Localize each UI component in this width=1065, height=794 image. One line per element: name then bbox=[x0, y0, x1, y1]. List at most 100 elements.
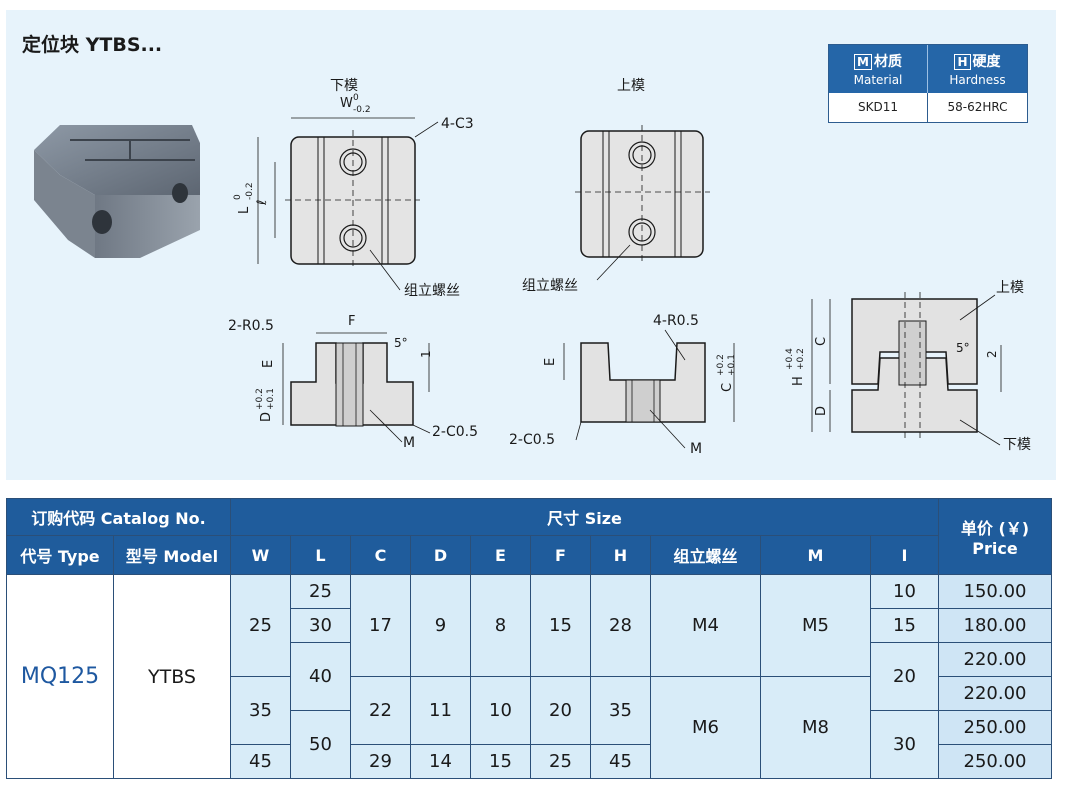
header-catalog: 订购代码 Catalog No. bbox=[6, 498, 231, 536]
w-sup: 0 bbox=[353, 93, 359, 103]
angle-5-lower: 5° bbox=[394, 336, 408, 350]
c-label-assembled: C bbox=[814, 337, 829, 346]
m-cell-2: M8 bbox=[760, 676, 871, 779]
product-photo bbox=[34, 125, 200, 258]
price-cell-6: 250.00 bbox=[938, 744, 1052, 779]
i-cell-3: 20 bbox=[870, 642, 939, 711]
technical-drawing: 下模 W 0 -0.2 4-C3 L 0 -0.2 ℓ 组立螺丝 上模 组立螺丝… bbox=[34, 78, 1031, 457]
hardness-en-label: Hardness bbox=[949, 73, 1006, 87]
spec-table: 订购代码 Catalog No. 尺寸 Size 单价 (￥) Price 代号… bbox=[6, 498, 1052, 779]
f-cell-3: 25 bbox=[530, 744, 591, 779]
angle-5-assembled: 5° bbox=[956, 341, 970, 355]
w-label: W bbox=[340, 96, 353, 111]
price-cell-5: 250.00 bbox=[938, 710, 1052, 745]
hardness-value: 58-62HRC bbox=[947, 100, 1008, 114]
material-value: SKD11 bbox=[829, 93, 928, 122]
h-cell-3: 45 bbox=[590, 744, 651, 779]
i-cell-2: 15 bbox=[870, 608, 939, 643]
w-cell-1: 25 bbox=[230, 574, 291, 677]
l-cell-2: 30 bbox=[290, 608, 351, 643]
col-d: D bbox=[410, 535, 471, 575]
l-sup: 0 bbox=[233, 194, 243, 200]
d-cell-2: 11 bbox=[410, 676, 471, 745]
col-w: W bbox=[230, 535, 291, 575]
upper-mold-section bbox=[563, 329, 735, 449]
col-h: H bbox=[590, 535, 651, 575]
c05-label-upper: 2-C0.5 bbox=[509, 432, 555, 448]
e-cell-3: 15 bbox=[470, 744, 531, 779]
d-label-lower: D bbox=[259, 412, 274, 422]
upper-mold-top-view bbox=[575, 125, 710, 281]
h-cell-2: 35 bbox=[590, 676, 651, 745]
upper-mold-label: 上模 bbox=[617, 78, 645, 94]
c-cell-3: 29 bbox=[350, 744, 411, 779]
material-cn-label: 材质 bbox=[873, 54, 902, 70]
header-price: 单价 (￥) Price bbox=[938, 498, 1052, 575]
d-cell-1: 9 bbox=[410, 574, 471, 677]
screw-cell-1: M4 bbox=[650, 574, 761, 677]
chamfer-4c3-label: 4-C3 bbox=[441, 116, 474, 132]
f-label: F bbox=[348, 314, 355, 329]
l-sub: -0.2 bbox=[245, 182, 255, 200]
page-title: 定位块 YTBS... bbox=[22, 34, 163, 56]
lower-mold-label: 下模 bbox=[330, 78, 358, 94]
upper-mold-label-assembled: 上模 bbox=[996, 280, 1024, 296]
h-label: H bbox=[791, 376, 806, 386]
lower-mold-label-assembled: 下模 bbox=[1003, 437, 1031, 453]
screw-cell-2: M6 bbox=[650, 676, 761, 779]
c-cell-1: 17 bbox=[350, 574, 411, 677]
l-label: L bbox=[237, 206, 252, 214]
col-e: E bbox=[470, 535, 531, 575]
c-cell-2: 22 bbox=[350, 676, 411, 745]
e-cell-2: 10 bbox=[470, 676, 531, 745]
m-label-lower: M bbox=[403, 435, 415, 451]
w-cell-2: 35 bbox=[230, 676, 291, 745]
col-c: C bbox=[350, 535, 411, 575]
c-sup: +0.2 bbox=[716, 354, 726, 376]
l-cell-1: 25 bbox=[290, 574, 351, 609]
l-cell-4: 50 bbox=[290, 710, 351, 779]
m-label-upper: M bbox=[690, 441, 702, 457]
header-size: 尺寸 Size bbox=[230, 498, 939, 536]
lower-mold-section bbox=[282, 332, 431, 443]
c-label-upper: C bbox=[720, 383, 735, 392]
l-cell-3: 40 bbox=[290, 642, 351, 711]
e-label-lower: E bbox=[261, 360, 276, 368]
f-cell-1: 15 bbox=[530, 574, 591, 677]
lower-mold-top-view bbox=[257, 117, 439, 291]
assembly-screw-label-lower: 组立螺丝 bbox=[404, 283, 460, 299]
dim-2-label: 2 bbox=[985, 350, 999, 358]
d-sup: +0.2 bbox=[255, 388, 265, 410]
w-cell-3: 45 bbox=[230, 744, 291, 779]
col-f: F bbox=[530, 535, 591, 575]
col-m: M bbox=[760, 535, 871, 575]
price-cell-1: 150.00 bbox=[938, 574, 1052, 609]
l-small-label: ℓ bbox=[255, 200, 270, 206]
m-cell-1: M5 bbox=[760, 574, 871, 677]
col-i: I bbox=[870, 535, 939, 575]
col-l: L bbox=[290, 535, 351, 575]
header-type: 代号 Type bbox=[6, 535, 114, 575]
price-cell-4: 220.00 bbox=[938, 676, 1052, 711]
price-cell-2: 180.00 bbox=[938, 608, 1052, 643]
type-cell: MQ125 bbox=[6, 574, 114, 779]
d-cell-3: 14 bbox=[410, 744, 471, 779]
header-model: 型号 Model bbox=[113, 535, 231, 575]
i-cell-4: 30 bbox=[870, 710, 939, 779]
d-label-assembled: D bbox=[814, 406, 829, 416]
c05-label-lower: 2-C0.5 bbox=[432, 424, 478, 440]
h-sub: +0.2 bbox=[796, 348, 806, 370]
c-sub: +0.1 bbox=[727, 354, 737, 376]
dim-1-label: 1 bbox=[419, 350, 433, 358]
h-cell-1: 28 bbox=[590, 574, 651, 677]
e-label-upper: E bbox=[543, 358, 558, 366]
d-sub: +0.1 bbox=[266, 388, 276, 410]
model-cell: YTBS bbox=[113, 574, 231, 779]
hardness-icon: H bbox=[954, 54, 971, 70]
h-sup: +0.4 bbox=[785, 348, 795, 370]
material-en-label: Material bbox=[853, 73, 903, 87]
w-sub: -0.2 bbox=[353, 105, 371, 115]
e-cell-1: 8 bbox=[470, 574, 531, 677]
